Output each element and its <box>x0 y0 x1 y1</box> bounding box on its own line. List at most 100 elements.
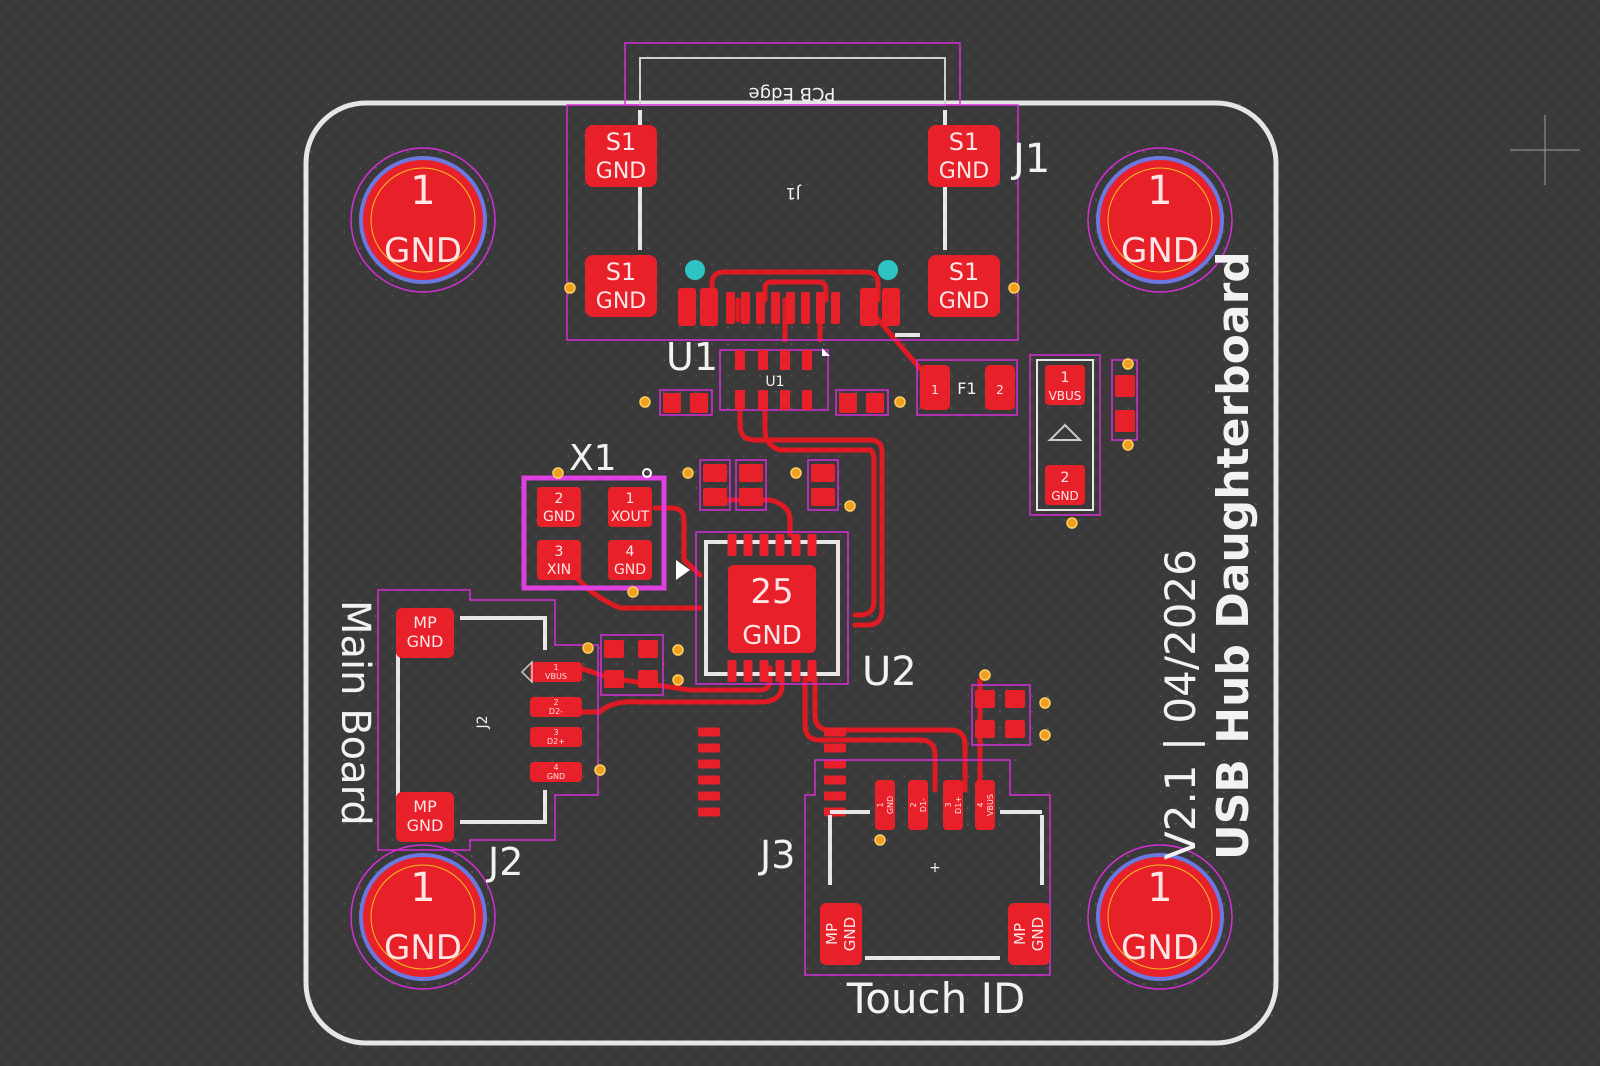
j2-fab-label: J2 <box>475 715 491 729</box>
j3-pin[interactable]: 4 VBUS <box>975 780 995 830</box>
j1-signal-pins <box>678 288 900 326</box>
j3-pin-net: GND <box>886 796 895 814</box>
j2-pin-number: 1 <box>553 663 558 672</box>
mounting-hole-net: GND <box>384 231 462 271</box>
j2-pin[interactable]: 3 D2+ <box>530 727 582 747</box>
j1-shield-pad[interactable]: S1 GND <box>585 125 657 187</box>
j3-pin[interactable]: 1 GND <box>875 780 895 830</box>
diode-pad-number: 1 <box>1061 370 1070 386</box>
touch-id-label: Touch ID <box>846 974 1026 1023</box>
j3-pin[interactable]: 2 D1- <box>908 780 928 830</box>
j1-alignment-hole <box>878 260 898 280</box>
j1-shield-pad[interactable]: S1 GND <box>928 255 1000 317</box>
mounting-hole[interactable]: 1 GND <box>1087 844 1233 990</box>
u2-pin <box>824 759 846 769</box>
j2-pin-number: 4 <box>553 763 558 772</box>
u2-pad-number: 25 <box>750 572 793 612</box>
mounting-hole-number: 1 <box>410 865 435 911</box>
u2-pin <box>824 791 846 801</box>
j2-mounting-pad[interactable]: MP GND <box>396 792 454 842</box>
decoupling-capacitors[interactable] <box>699 459 839 511</box>
vias <box>552 282 1134 846</box>
f1-pad-number: 2 <box>996 383 1004 397</box>
x1-pad[interactable]: 4 GND <box>608 540 652 580</box>
board-outline <box>303 100 1279 1046</box>
j1-fab-label: J1 <box>786 184 802 203</box>
u2-pin <box>759 534 769 556</box>
j2-pin-number: 3 <box>553 728 558 737</box>
d1-tvs-diode[interactable]: 1 VBUS 2 GND <box>1029 354 1101 516</box>
mp-number: MP <box>1011 923 1029 945</box>
pad-number: S1 <box>949 258 980 286</box>
x1-pad-number: 1 <box>626 491 635 507</box>
mounting-hole-net: GND <box>1121 928 1199 968</box>
mounting-hole[interactable]: 1 GND <box>350 147 496 293</box>
j2-pin[interactable]: 2 D2- <box>530 697 582 717</box>
x1-refdes: X1 <box>569 438 617 479</box>
j3-pin-number: 2 <box>909 802 918 807</box>
x1-pad[interactable]: 2 GND <box>537 487 581 527</box>
pad-net: GND <box>939 159 989 184</box>
diode-pad-net: GND <box>1051 489 1079 503</box>
j2-esd-capacitors[interactable] <box>600 634 664 696</box>
pad-number: S1 <box>949 128 980 156</box>
j1-usb-c-connector[interactable]: S1 GND S1 GND S1 GND S1 GND <box>566 104 1019 341</box>
u2-pin <box>727 534 737 556</box>
j3-refdes: J3 <box>758 833 795 877</box>
u2-pin <box>824 727 846 737</box>
j3-pin[interactable]: 3 D1+ <box>943 780 963 830</box>
j2-pin-net: GND <box>547 772 565 781</box>
j2-mounting-pad[interactable]: MP GND <box>396 608 454 658</box>
u2-pin <box>698 743 720 753</box>
f1-fuse[interactable]: 1 2 F1 <box>916 359 1018 416</box>
pin1-marker-icon <box>676 560 690 580</box>
diode-symbol-icon <box>1047 423 1083 441</box>
u2-pin <box>727 660 737 682</box>
j3-mounting-pad[interactable]: MP GND <box>820 903 862 965</box>
j2-pin[interactable]: 4 GND <box>530 762 582 782</box>
copper-traces <box>572 269 983 793</box>
x1-pad-net: GND <box>543 509 575 525</box>
pad-net: GND <box>596 159 646 184</box>
j3-pin-number: 1 <box>876 802 885 807</box>
u1-fab-label: U1 <box>765 374 784 390</box>
j1-refdes: J1 <box>1010 136 1050 182</box>
mounting-hole[interactable]: 1 GND <box>350 844 496 990</box>
cc2-resistor[interactable] <box>835 389 889 416</box>
j3-esd-capacitors[interactable] <box>971 684 1031 746</box>
u2-pin <box>743 660 753 682</box>
j1-shield-pad[interactable]: S1 GND <box>585 255 657 317</box>
pad-number: S1 <box>606 258 637 286</box>
x1-pad-net: GND <box>614 562 646 578</box>
cc1-resistor[interactable] <box>659 389 713 416</box>
mounting-hole-number: 1 <box>1147 168 1172 214</box>
x1-pad-net: XOUT <box>611 509 650 525</box>
j3-mounting-pad[interactable]: MP GND <box>1008 903 1050 965</box>
f1-pad-number: 1 <box>931 383 939 397</box>
u2-pin <box>775 534 785 556</box>
mounting-hole-number: 1 <box>1147 865 1172 911</box>
u2-pin <box>698 727 720 737</box>
u1-esd-protection[interactable]: U1 <box>719 348 830 411</box>
j2-connector[interactable]: MP GND MP GND 1 VBUS 2 D2- 3 D2+ 4 GND <box>377 589 599 851</box>
x1-pad-net: XIN <box>547 562 571 578</box>
mounting-hole-net: GND <box>384 928 462 968</box>
u2-thermal-pad[interactable] <box>728 565 816 653</box>
j1-alignment-hole <box>685 260 705 280</box>
vbus-capacitor[interactable] <box>1111 359 1138 441</box>
x1-pad[interactable]: 1 XOUT <box>608 487 652 527</box>
x1-crystal[interactable]: 2 GND 1 XOUT 3 XIN 4 GND <box>521 468 667 591</box>
j2-pin-number: 2 <box>553 698 558 707</box>
j2-pin[interactable]: 1 VBUS <box>530 662 582 682</box>
j1-shield-pad[interactable]: S1 GND <box>928 125 1000 187</box>
u2-usb-hub-ic[interactable]: 25 GND <box>676 531 849 817</box>
j3-connector[interactable]: MP GND MP GND 1 GND 2 D1- <box>804 759 1051 976</box>
x1-pad[interactable]: 3 XIN <box>537 540 581 580</box>
u2-pin <box>698 807 720 817</box>
j2-pin-net: D2- <box>549 707 563 716</box>
board-version: V2.1 | 04/2026 <box>1156 549 1205 860</box>
j2-pin-net: VBUS <box>545 672 567 681</box>
mounting-hole[interactable]: 1 GND <box>1087 147 1233 293</box>
mp-net: GND <box>407 816 444 835</box>
